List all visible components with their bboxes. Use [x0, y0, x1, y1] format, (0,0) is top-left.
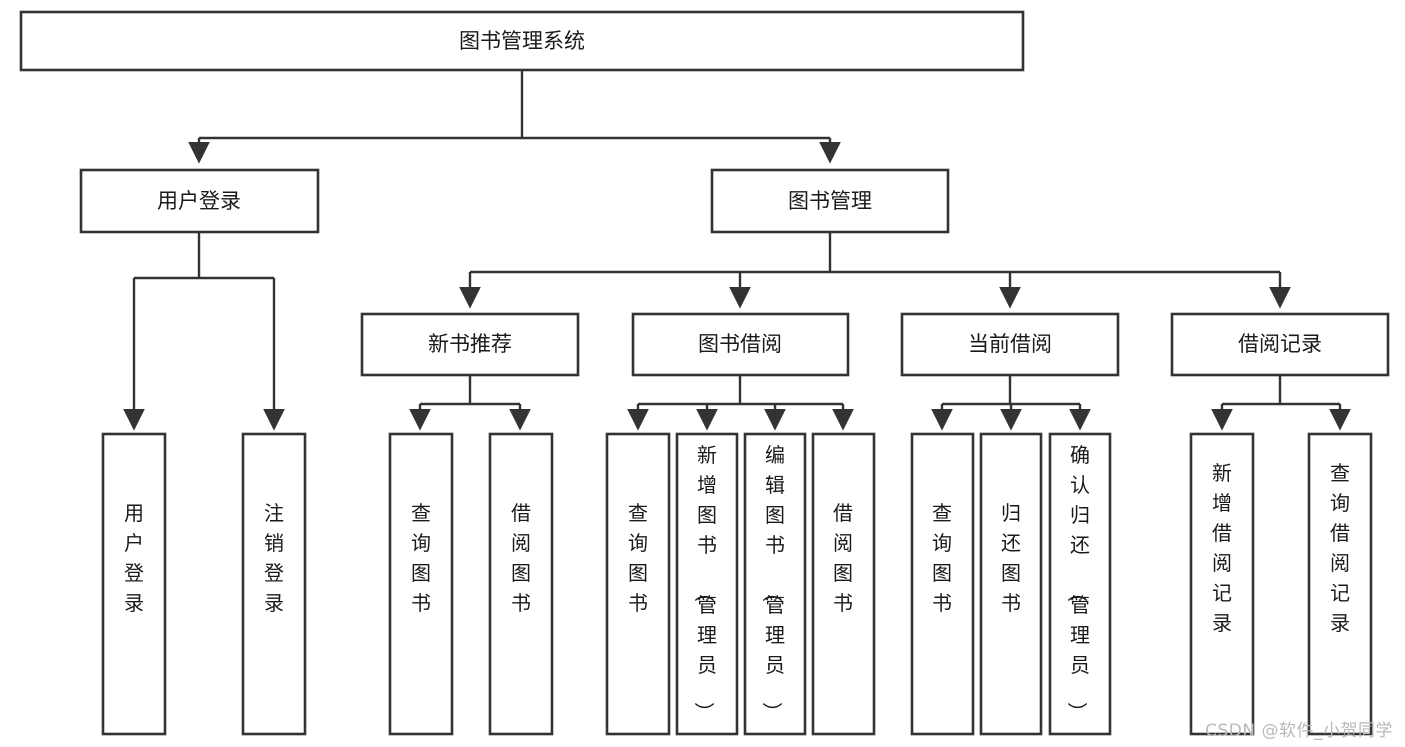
leaf-current-borrow-3[interactable]: 确认归还（管理员）: [1048, 432, 1112, 736]
leaf-book-borrow-2[interactable]: 新增图书（管理员）: [675, 432, 739, 736]
leaf-book-borrow-1-box[interactable]: [605, 432, 671, 736]
leaf-new-book-1-box[interactable]: [388, 432, 454, 736]
leaf-user-login-2-label: 注销登录: [264, 501, 284, 615]
leaf-user-login-1-label: 用户登录: [124, 501, 144, 615]
leaf-user-login-1-box[interactable]: [101, 432, 167, 736]
leaf-current-borrow-3-box[interactable]: [1048, 432, 1112, 736]
leaf-borrow-records-1[interactable]: 新增借阅记录: [1189, 432, 1255, 736]
node-root-label: 图书管理系统: [459, 29, 585, 53]
node-book-management-box[interactable]: [710, 168, 950, 234]
leaf-book-borrow-4-label: 借阅图书: [833, 501, 853, 615]
node-new-book-recommend[interactable]: 新书推荐: [360, 312, 580, 377]
leaf-current-borrow-3-label: 确认归还（管理员）: [1065, 443, 1090, 722]
leaf-current-borrow-2-label: 归还图书: [1001, 501, 1021, 615]
leaf-current-borrow-1-label: 查询图书: [932, 501, 952, 615]
node-borrow-records-label: 借阅记录: [1238, 332, 1322, 356]
node-current-borrow[interactable]: 当前借阅: [900, 312, 1120, 377]
node-borrow-records[interactable]: 借阅记录: [1170, 312, 1390, 377]
node-book-borrow-label: 图书借阅: [698, 332, 782, 356]
leaf-current-borrow-1-box[interactable]: [910, 432, 975, 736]
node-book-borrow[interactable]: 图书借阅: [631, 312, 850, 377]
leaf-book-borrow-2-box[interactable]: [675, 432, 739, 736]
leaf-book-borrow-3-box[interactable]: [743, 432, 807, 736]
csdn-watermark: CSDN @软件_小贺同学: [1205, 721, 1393, 741]
leaf-book-borrow-4[interactable]: 借阅图书: [811, 432, 876, 736]
leaf-new-book-1-label: 查询图书: [411, 501, 431, 615]
leaf-user-login-2[interactable]: 注销登录: [241, 432, 307, 736]
leaf-current-borrow-2-box[interactable]: [979, 432, 1043, 736]
leaf-current-borrow-2[interactable]: 归还图书: [979, 432, 1043, 736]
node-root-box[interactable]: [19, 10, 1025, 72]
leaf-book-borrow-3-label: 编辑图书（管理员）: [760, 443, 785, 722]
node-current-borrow-box[interactable]: [900, 312, 1120, 377]
node-book-borrow-box[interactable]: [631, 312, 850, 377]
leaf-new-book-1[interactable]: 查询图书: [388, 432, 454, 736]
leaf-new-book-2[interactable]: 借阅图书: [488, 432, 554, 736]
node-book-management-label: 图书管理: [788, 189, 872, 213]
node-user-login-box[interactable]: [79, 168, 320, 234]
node-new-book-recommend-label: 新书推荐: [428, 332, 512, 356]
leaf-book-borrow-1-label: 查询图书: [628, 501, 648, 615]
node-new-book-recommend-box[interactable]: [360, 312, 580, 377]
leaf-new-book-2-label: 借阅图书: [511, 501, 531, 615]
node-user-login-label: 用户登录: [157, 189, 241, 213]
leaf-borrow-records-2[interactable]: 查询借阅记录: [1307, 432, 1373, 736]
node-user-login[interactable]: 用户登录: [79, 168, 320, 234]
leaf-book-borrow-2-label: 新增图书（管理员）: [692, 443, 717, 722]
leaf-book-borrow-4-box[interactable]: [811, 432, 876, 736]
node-current-borrow-label: 当前借阅: [968, 332, 1052, 356]
leaf-borrow-records-2-label: 查询借阅记录: [1330, 461, 1350, 635]
leaf-new-book-2-box[interactable]: [488, 432, 554, 736]
leaf-user-login-1[interactable]: 用户登录: [101, 432, 167, 736]
leaf-borrow-records-1-box[interactable]: [1189, 432, 1255, 736]
node-borrow-records-box[interactable]: [1170, 312, 1390, 377]
node-book-management[interactable]: 图书管理: [710, 168, 950, 234]
leaf-book-borrow-3[interactable]: 编辑图书（管理员）: [743, 432, 807, 736]
node-root-system[interactable]: 图书管理系统: [19, 10, 1025, 72]
leaf-current-borrow-1[interactable]: 查询图书: [910, 432, 975, 736]
leaf-user-login-2-box[interactable]: [241, 432, 307, 736]
leaf-borrow-records-2-box[interactable]: [1307, 432, 1373, 736]
leaf-book-borrow-1[interactable]: 查询图书: [605, 432, 671, 736]
leaf-borrow-records-1-label: 新增借阅记录: [1212, 461, 1232, 635]
connector-layer: [123, 70, 1351, 431]
